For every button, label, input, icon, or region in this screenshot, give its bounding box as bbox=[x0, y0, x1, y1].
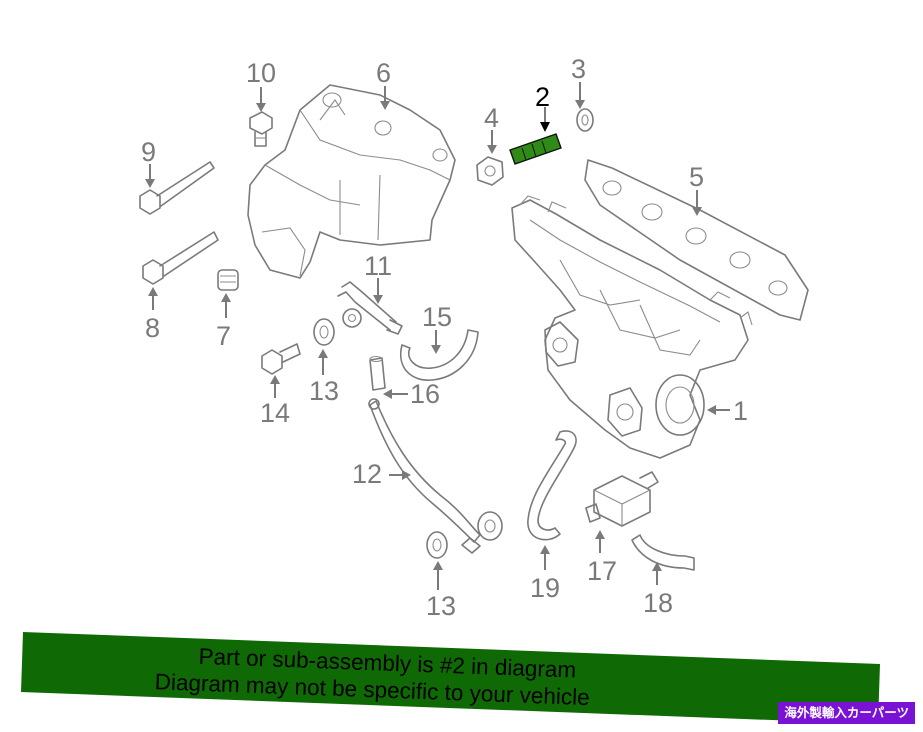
part-12-return-line bbox=[368, 398, 503, 554]
part-19-hose bbox=[527, 430, 577, 541]
callout-9: 9 bbox=[141, 137, 156, 167]
callout-1: 1 bbox=[733, 396, 748, 426]
part-3-washer bbox=[576, 108, 594, 132]
shop-badge: 海外製輸入カーパーツ bbox=[778, 702, 915, 724]
callout-6: 6 bbox=[376, 58, 391, 88]
callout-15: 15 bbox=[422, 302, 452, 332]
callout-16: 16 bbox=[410, 379, 440, 409]
callout-2: 2 bbox=[535, 82, 550, 112]
callout-5: 5 bbox=[689, 162, 704, 192]
part-11-oil-line bbox=[337, 281, 403, 335]
callout-19: 19 bbox=[530, 573, 560, 603]
part-7-stud bbox=[217, 269, 239, 291]
callout-18: 18 bbox=[643, 588, 673, 618]
part-13-washer-lower bbox=[426, 531, 448, 559]
part-15-hose bbox=[399, 329, 479, 381]
part-2-stud-highlighted bbox=[509, 133, 562, 165]
leader-lines bbox=[145, 82, 730, 590]
callout-3: 3 bbox=[571, 54, 586, 84]
part-6-heat-shield bbox=[247, 84, 456, 279]
part-5-gasket bbox=[584, 159, 809, 321]
callout-14: 14 bbox=[260, 398, 290, 428]
part-13-washer-upper bbox=[313, 318, 335, 346]
callout-8: 8 bbox=[145, 313, 160, 343]
callout-13-upper: 13 bbox=[309, 376, 339, 406]
part-17-solenoid-valve bbox=[585, 471, 659, 527]
part-16-sleeve bbox=[369, 355, 386, 391]
callout-4: 4 bbox=[484, 103, 499, 133]
part-4-nut bbox=[476, 156, 504, 186]
part-14-banjo-bolt bbox=[261, 343, 301, 375]
callout-12: 12 bbox=[352, 459, 382, 489]
callout-7: 7 bbox=[216, 321, 231, 351]
callout-11: 11 bbox=[364, 251, 392, 281]
callout-17: 17 bbox=[587, 556, 617, 586]
part-9-long-bolt bbox=[139, 161, 215, 215]
part-18-hose bbox=[631, 534, 695, 571]
callout-10: 10 bbox=[246, 58, 276, 88]
callout-13-lower: 13 bbox=[426, 591, 456, 621]
part-1-turbocharger-manifold bbox=[511, 195, 753, 459]
part-8-long-bolt bbox=[142, 231, 219, 285]
part-10-bolt bbox=[249, 111, 273, 147]
